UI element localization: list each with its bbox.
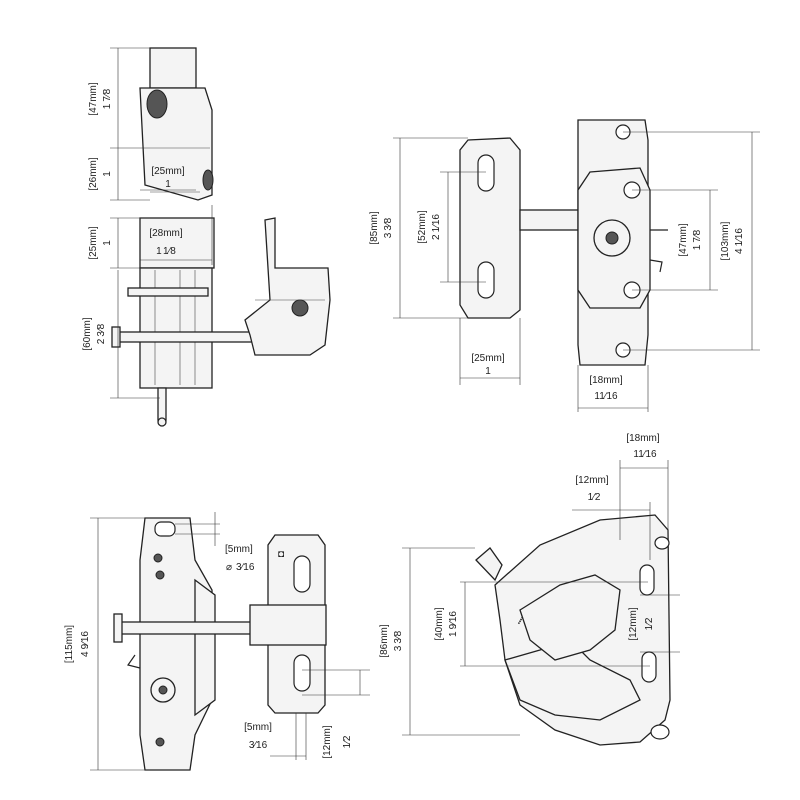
dim-86mm-iso: [86mm] 33⁄8 xyxy=(379,547,520,736)
dim-115mm: [115mm] 49⁄16 xyxy=(64,517,150,771)
dim-60mm-side: [60mm] 23⁄8 xyxy=(82,270,160,399)
svg-text:21⁄16: 21⁄16 xyxy=(431,214,442,240)
dim-12mm-bottom: [12mm] 1⁄2 xyxy=(302,669,370,759)
svg-text:33⁄8: 33⁄8 xyxy=(383,217,394,238)
bolt-shaft-bottom xyxy=(117,621,269,635)
dim-12mm-iso-side: [12mm] 1⁄2 xyxy=(628,594,680,653)
dim-47mm-label: [47mm] xyxy=(88,82,99,116)
dim-52mm: [52mm] 21⁄16 xyxy=(417,171,486,283)
strike-plate xyxy=(459,137,521,319)
dim-18mm-front-label: [18mm] xyxy=(589,375,623,386)
front-view-top: [85mm] 33⁄8 [52mm] 21⁄16 [47mm] 17⁄8 [10… xyxy=(369,119,760,412)
svg-text:▪▪▪▪: ▪▪▪▪ xyxy=(517,616,526,626)
svg-text:3⁄16: 3⁄16 xyxy=(249,740,268,751)
dim-12mm-iso-top: [12mm] 1⁄2 xyxy=(572,475,651,560)
dim-47mm-front-label: [47mm] xyxy=(678,223,689,257)
dim-26mm-side: [26mm] 1 xyxy=(88,148,150,201)
dim-103mm-label: [103mm] xyxy=(720,221,731,260)
dim-28mm-label: [28mm] xyxy=(149,228,183,239)
dim-12mm-iso-side-label: [12mm] xyxy=(628,607,639,641)
latch-cylinder-top xyxy=(149,47,197,89)
svg-text:◘: ◘ xyxy=(278,549,284,560)
dim-86mm-iso-label: [86mm] xyxy=(379,624,390,658)
svg-text:1: 1 xyxy=(165,179,171,190)
dim-5mm-bottom: [5mm] 3⁄16 xyxy=(244,713,307,760)
lock-housing xyxy=(139,517,213,771)
dim-60mm-label: [60mm] xyxy=(82,317,93,351)
svg-text:49⁄16: 49⁄16 xyxy=(80,631,91,657)
svg-text:41⁄16: 41⁄16 xyxy=(734,228,745,254)
dim-47mm-front: [47mm] 17⁄8 xyxy=(632,189,718,291)
dim-85mm-label: [85mm] xyxy=(369,211,380,245)
side-view-bottom: ◘ [115mm] 49⁄16 [5mm] ⌀3⁄16 [5mm] 3⁄16 xyxy=(64,512,370,771)
svg-text:17⁄8: 17⁄8 xyxy=(692,229,703,250)
svg-text:1: 1 xyxy=(485,366,491,377)
svg-text:1⁄2: 1⁄2 xyxy=(342,735,353,748)
dim-85mm: [85mm] 33⁄8 xyxy=(369,137,468,319)
dim-25mm-head: [25mm] 1 xyxy=(140,166,196,191)
dim-47mm-side: [47mm] 17⁄8 xyxy=(88,47,150,149)
bolt xyxy=(519,209,581,231)
dim-12mm-bottom-label: [12mm] xyxy=(322,725,333,759)
dim-5mm-dia: [5mm] ⌀3⁄16 xyxy=(175,512,255,573)
dim-25mm-side-label: [25mm] xyxy=(88,226,99,260)
dim-40mm-iso: [40mm] 19⁄16 xyxy=(434,581,650,667)
svg-text:11⁄16: 11⁄16 xyxy=(594,391,618,402)
dim-5mm-bottom-label: [5mm] xyxy=(244,722,272,733)
strike-body xyxy=(244,217,331,356)
svg-text:1⁄2: 1⁄2 xyxy=(588,492,601,503)
dim-5mm-dia-label: [5mm] xyxy=(225,544,253,555)
latch-body-lower xyxy=(139,267,213,389)
svg-text:23⁄8: 23⁄8 xyxy=(96,323,107,344)
dim-52mm-label: [52mm] xyxy=(417,210,428,244)
dim-12mm-iso-top-label: [12mm] xyxy=(575,475,609,486)
latch-knob xyxy=(146,89,168,119)
svg-text:1⁄2: 1⁄2 xyxy=(644,617,655,630)
dim-103mm: [103mm] 41⁄16 xyxy=(623,131,760,351)
svg-text:1: 1 xyxy=(102,171,113,177)
dim-25mm-front-label: [25mm] xyxy=(471,353,505,364)
svg-text:17⁄8: 17⁄8 xyxy=(102,88,113,109)
dim-25mm-label: [25mm] xyxy=(151,166,185,177)
svg-text:1: 1 xyxy=(102,240,113,246)
dim-25mm-side: [25mm] 1 xyxy=(88,217,150,269)
svg-text:⌀3⁄16: ⌀3⁄16 xyxy=(226,562,255,573)
svg-text:19⁄16: 19⁄16 xyxy=(448,611,459,637)
dim-26mm-label: [26mm] xyxy=(88,157,99,191)
isometric-view: ▪▪▪▪ [18mm] 11⁄16 [12mm] 1⁄2 [86mm] 33⁄8… xyxy=(379,433,680,746)
dim-40mm-iso-label: [40mm] xyxy=(434,607,445,641)
dim-25mm-front: [25mm] 1 xyxy=(459,318,521,385)
svg-text:33⁄8: 33⁄8 xyxy=(393,630,404,651)
dim-18mm-front: [18mm] 11⁄16 xyxy=(577,365,649,412)
svg-text:11⁄16: 11⁄16 xyxy=(633,449,657,460)
dim-115mm-label: [115mm] xyxy=(64,625,75,663)
bolt-shaft xyxy=(114,331,256,343)
svg-text:11⁄8: 11⁄8 xyxy=(156,246,176,257)
dim-18mm-iso-label: [18mm] xyxy=(626,433,660,444)
dim-18mm-iso: [18mm] 11⁄16 xyxy=(619,433,669,540)
